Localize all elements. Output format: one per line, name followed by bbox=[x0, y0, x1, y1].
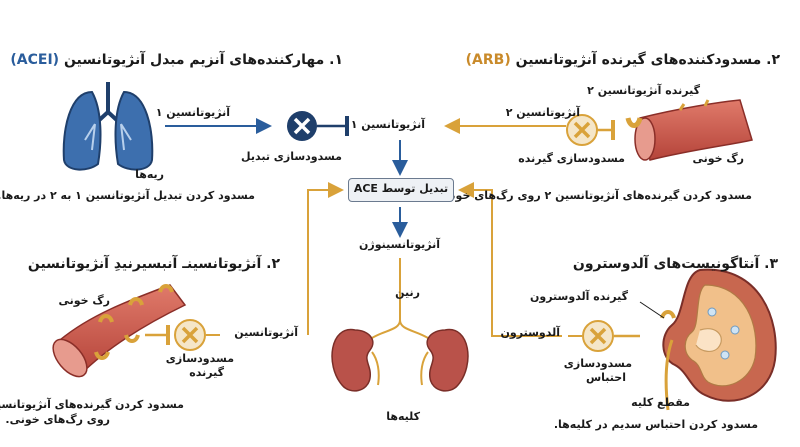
acei-desc: مسدود کردن تبدیل آنژیوتانسین ۱ به ۲ در ر… bbox=[0, 189, 255, 202]
arb-desc: مسدود کردن گیرنده‌های آنژیوتانسین ۲ روی … bbox=[436, 189, 752, 202]
right-connector bbox=[458, 182, 562, 337]
left-ligand-label: آنژیوتانسین bbox=[234, 326, 298, 339]
kidneys-label: کلیه‌ها bbox=[386, 410, 420, 423]
angiotensin-1-label: آنژیوتانسین ۱ bbox=[350, 118, 425, 131]
angiotensinogen-label: آنژیوتانسینوژن bbox=[359, 238, 440, 251]
renin-label: رنین bbox=[395, 286, 420, 299]
blocker-desc-2: روی رگ‌های خونی. bbox=[5, 413, 110, 426]
aldo-title: ۳. آنتاگونیست‌های آلدوسترون bbox=[572, 256, 778, 272]
ace-conversion-box: تبدیل توسط ACE bbox=[348, 178, 454, 202]
left-block-label-1: مسدودسازی bbox=[165, 352, 234, 365]
arb-ligand-label: آنژیوتانسین ۲ bbox=[505, 106, 580, 119]
blocker-title: ۲. آنژیوتانسینـ آنبسیرنیدِ آنژیوتانسین bbox=[27, 256, 280, 272]
lungs-icon bbox=[62, 82, 154, 171]
arb-block-icon bbox=[566, 114, 615, 146]
kidney-cross-section-icon bbox=[639, 268, 777, 411]
aldo-block-label-1: مسدودسازی bbox=[563, 357, 632, 370]
acei-block-label: مسدودسازی تبدیل bbox=[241, 150, 342, 163]
aldo-ligand-label: آلدوسترون bbox=[500, 326, 560, 339]
lungs-label: ریه‌ها bbox=[135, 168, 164, 181]
left-connector bbox=[307, 182, 344, 335]
blood-vessel-icon bbox=[625, 99, 753, 161]
kidney-section-label: مقطع کلیه bbox=[631, 396, 690, 409]
left-vessel-label: رگ خونی bbox=[58, 294, 110, 307]
renin-lines bbox=[371, 258, 429, 339]
kidneys-icon bbox=[331, 329, 469, 392]
acei-title: ۱. مهارکننده‌های آنزیم مبدل آنژیوتانسین … bbox=[10, 52, 343, 68]
left-block-label-2: گیرنده bbox=[189, 366, 224, 379]
blood-vessel-left-icon bbox=[52, 284, 187, 378]
left-block-icon bbox=[145, 319, 220, 351]
acei-input-label: آنژیوتانسین ۱ bbox=[155, 106, 230, 119]
aldo-receptor-label: گیرنده آلدوسترون bbox=[529, 290, 628, 303]
arb-block-label: مسدودسازی گیرنده bbox=[518, 152, 625, 165]
arb-receptor-label: گیرنده آنژیوتانسین ۲ bbox=[587, 84, 700, 97]
aldo-desc: مسدود کردن احتباس سدیم در کلیه‌ها. bbox=[553, 418, 758, 431]
arb-vessel-label: رگ خونی bbox=[692, 152, 744, 165]
aldo-block-label-2: احتباس bbox=[586, 371, 626, 384]
arb-title: ۲. مسدودکننده‌های گیرنده آنژیوتانسین (AR… bbox=[465, 52, 780, 68]
aldo-block-icon bbox=[568, 320, 640, 352]
blocker-desc-1: مسدود کردن گیرنده‌های آنژیوتانسین ۲ bbox=[0, 398, 184, 411]
acei-block-icon bbox=[287, 111, 349, 141]
